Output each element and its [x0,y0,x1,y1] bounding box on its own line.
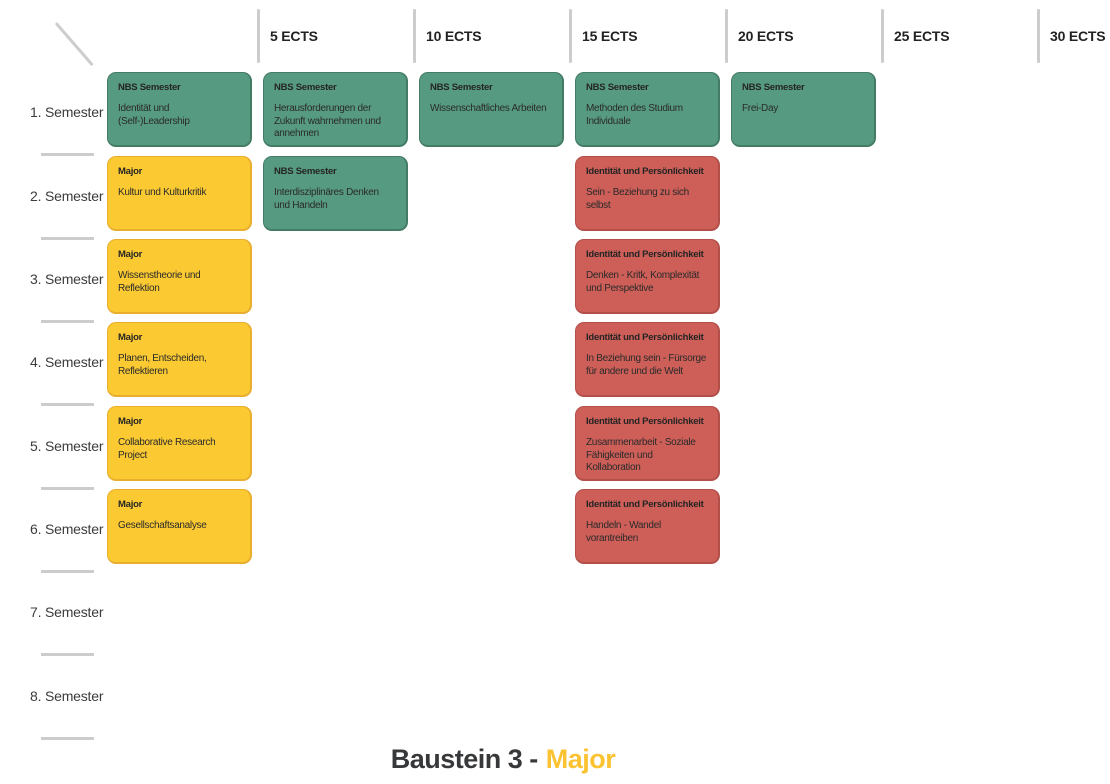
card-category: Major [118,416,143,427]
semester-label: 4. Semester [30,354,104,370]
diagram-title-highlight: Major [545,744,616,774]
ects-column-label: 20 ECTS [738,28,794,44]
card-title: Denken - Kritk, Komplexität und Perspekt… [586,270,700,294]
semester-divider [41,403,94,406]
card-category: NBS Semester [118,82,181,93]
card-category: NBS Semester [742,82,805,93]
card-title: Wissenschaftliches Arbeiten [430,103,547,114]
semester-divider [41,570,94,573]
ects-column-label: 15 ECTS [582,28,638,44]
card-title: Kultur und Kulturkritik [118,187,207,198]
semester-divider [41,237,94,240]
card-title: Collaborative Research Project [118,437,216,461]
card-category: Identität und Persönlichkeit [586,166,704,177]
semester-label: 2. Semester [30,188,104,204]
semester-divider [41,737,94,740]
card-category: NBS Semester [586,82,649,93]
ects-column-divider [881,9,884,63]
ects-column-label: 30 ECTS [1050,28,1106,44]
ects-column-label: 25 ECTS [894,28,950,44]
axis-diagonal-line [54,22,94,67]
card-title: Frei-Day [742,103,778,114]
card-title: Planen, Entscheiden, Reflektieren [118,353,207,377]
semester-label: 5. Semester [30,438,104,454]
card-category: NBS Semester [274,82,337,93]
card-title: Gesellschaftsanalyse [118,520,207,531]
card-title: Zusammenarbeit - Soziale Fähigkeiten und… [586,437,696,473]
card-title: Sein - Beziehung zu sich selbst [586,187,689,211]
card-category: Identität und Persönlichkeit [586,332,704,343]
semester-label: 1. Semester [30,104,104,120]
ects-column-divider [569,9,572,63]
semester-divider [41,320,94,323]
card-title: Handeln - Wandel vorantreiben [586,520,661,544]
card-category: Major [118,249,143,260]
card-category: Identität und Persönlichkeit [586,416,704,427]
card-category: Identität und Persönlichkeit [586,499,704,510]
card-category: Major [118,499,143,510]
ects-column-divider [413,9,416,63]
diagram-title-prefix: Baustein 3 - [390,744,539,774]
semester-label: 3. Semester [30,271,104,287]
semester-label: 7. Semester [30,604,104,620]
semester-label: 8. Semester [30,688,104,704]
diagram-title: Baustein 3 -Major [0,744,1006,775]
card-category: Identität und Persönlichkeit [586,249,704,260]
ects-column-label: 5 ECTS [270,28,318,44]
ects-column-divider [257,9,260,63]
semester-divider [41,487,94,490]
ects-column-label: 10 ECTS [426,28,482,44]
card-title: Wissenstheorie und Reflektion [118,270,201,294]
card-title: In Beziehung sein - Fürsorge für andere … [586,353,707,377]
course-card[interactable]: Identität und Persönlichkeit In Beziehung… [575,322,720,397]
card-category: Major [118,166,143,177]
ects-column-divider [1037,9,1040,63]
card-category: NBS Semester [274,166,337,177]
card-title: Identität und (Self-)Leadership [118,103,190,127]
card-category: NBS Semester [430,82,493,93]
card-title: Herausforderungen der Zukunft wahrnehmen… [274,103,381,139]
semester-label: 6. Semester [30,521,104,537]
card-title: Interdisziplinäres Denken und Handeln [274,187,379,211]
ects-column-divider [725,9,728,63]
card-category: Major [118,332,143,343]
semester-divider [41,653,94,656]
card-title: Methoden des Studium Individuale [586,103,683,127]
semester-divider [41,153,94,156]
